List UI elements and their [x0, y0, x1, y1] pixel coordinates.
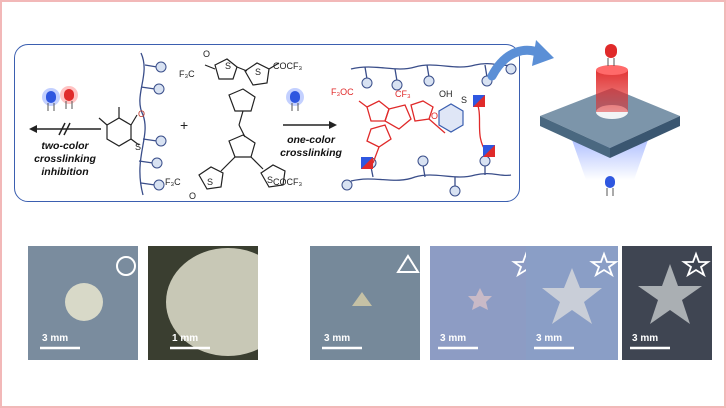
- sulfur-label-d: S: [267, 175, 273, 185]
- circle-shape-icon: [116, 256, 136, 276]
- ether-o-label: O: [431, 111, 438, 121]
- carbonyl-o-bottom: O: [189, 191, 196, 201]
- photo-2: 1 mm: [148, 246, 258, 360]
- pendant-circles-left: [151, 61, 167, 191]
- aldehyde-o-label: O: [138, 109, 145, 119]
- blue-led-icon-center: [286, 88, 304, 111]
- sulfur-label-a: S: [225, 61, 231, 71]
- benzaldehyde-molecule: [98, 107, 140, 147]
- right-caption-line1: one-color: [287, 134, 336, 146]
- scale-label: 1 mm: [172, 333, 198, 344]
- reaction-arrow: [283, 121, 337, 129]
- exposed-star: [638, 264, 702, 324]
- sulfur-label-c: S: [207, 177, 213, 187]
- sulfur-label-network: S: [461, 95, 467, 105]
- photo-6: 3 mm: [622, 246, 712, 360]
- crosslinker-molecule: [198, 58, 286, 190]
- cf3-label: CF₃: [395, 89, 411, 99]
- photoproduct-molecule: [358, 98, 488, 164]
- left-caption-line3: inhibition: [41, 166, 88, 178]
- crosslinked-network: [350, 62, 512, 187]
- photo-5: 3 mm: [526, 246, 618, 360]
- exposed-circle: [65, 283, 103, 321]
- blue-light-cone: [572, 140, 648, 180]
- red-led-icon: [60, 86, 78, 109]
- carbonyl-o-top: O: [203, 49, 210, 59]
- scale-label: 3 mm: [632, 333, 658, 344]
- curved-arrow: [487, 40, 554, 81]
- blocked-arrow: [29, 122, 101, 136]
- red-led-icon-top: [605, 44, 617, 66]
- plus-sign: +: [180, 117, 188, 133]
- oh-label: OH: [439, 89, 453, 99]
- crosslink-node-b-blue: [473, 95, 485, 107]
- polymer-chain-left: [138, 52, 158, 196]
- photo-3: 3 mm: [310, 246, 420, 360]
- sulfur-label-left: S: [135, 142, 141, 152]
- cocf3-label-top: COCF₃: [273, 61, 302, 71]
- exposed-circle: [166, 248, 258, 356]
- scale-label: 3 mm: [42, 333, 68, 344]
- f3c-label-bottom: F₃C: [165, 177, 181, 187]
- crosslink-node-a-blue: [361, 157, 373, 169]
- film-right-edge: [610, 116, 680, 158]
- right-caption-line2: crosslinking: [280, 147, 342, 159]
- star-shape-icon: [589, 251, 618, 278]
- scale-label: 3 mm: [324, 333, 350, 344]
- exposed-star: [542, 268, 602, 324]
- photo-1: 3 mm: [28, 246, 138, 360]
- cocf3-label-bottom: COCF₃: [273, 177, 302, 187]
- reaction-scheme: two-color crosslinking inhibition O S +: [14, 44, 520, 202]
- blue-led-icon-bottom: [605, 176, 615, 196]
- scale-label: 3 mm: [536, 333, 562, 344]
- f3c-label-top: F₃C: [179, 69, 195, 79]
- triangle-shape-icon: [396, 254, 420, 273]
- scale-label: 3 mm: [440, 333, 466, 344]
- exposed-star: [468, 288, 492, 310]
- hydroxy-benzo-ring: [438, 103, 464, 133]
- f3coc-label: F₃OC: [331, 87, 354, 97]
- film-illustration: [540, 44, 680, 196]
- left-caption-line2: crosslinking: [34, 153, 96, 165]
- sulfur-label-b: S: [255, 67, 261, 77]
- red-light-beam: [596, 70, 628, 112]
- star-shape-icon: [681, 251, 711, 278]
- left-caption-line1: two-color: [41, 140, 89, 152]
- photo-4: 3 mm: [430, 246, 540, 360]
- crosslink-node-c-blue: [483, 145, 495, 157]
- scheme-drawing: two-color crosslinking inhibition O S +: [29, 49, 517, 201]
- film-left-edge: [540, 116, 610, 158]
- blue-led-icon: [42, 88, 60, 111]
- exposed-triangle: [352, 292, 372, 306]
